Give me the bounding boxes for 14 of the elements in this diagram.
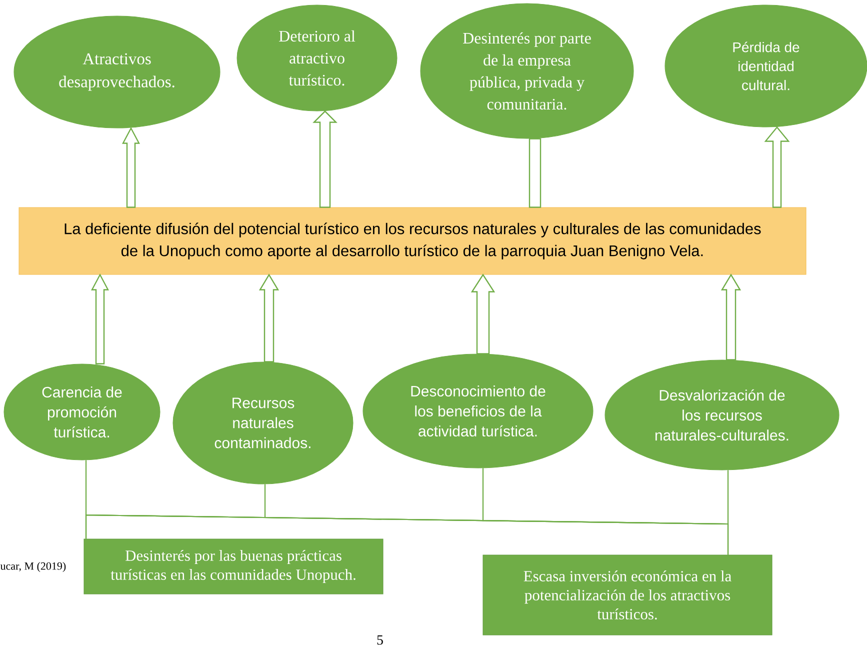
page-number: 5 <box>377 635 383 645</box>
block-arrow <box>312 110 338 208</box>
text-box: Desinterés por las buenas prácticas turísticas en las comunidades Unopuch. <box>84 538 384 594</box>
connector-line <box>727 470 729 555</box>
block-arrow <box>91 274 109 364</box>
citation: ucar, M (2019) <box>0 562 66 572</box>
text-box: La deficiente difusión del potencial turístico en los recursos naturales y culturales de las comunidades de la Unopuch como aporte al desarrollo turístico de la parroquia Juan Benigno Vela. <box>18 207 806 275</box>
block-arrow <box>720 274 742 360</box>
hollow-bar <box>528 138 542 208</box>
block-arrow <box>122 127 140 208</box>
text-box: Escasa inversión económica en la potencialización de los atractivos turísticos. <box>482 554 772 636</box>
block-arrow <box>470 274 496 354</box>
block-arrow <box>258 274 280 362</box>
block-arrow <box>764 126 790 208</box>
